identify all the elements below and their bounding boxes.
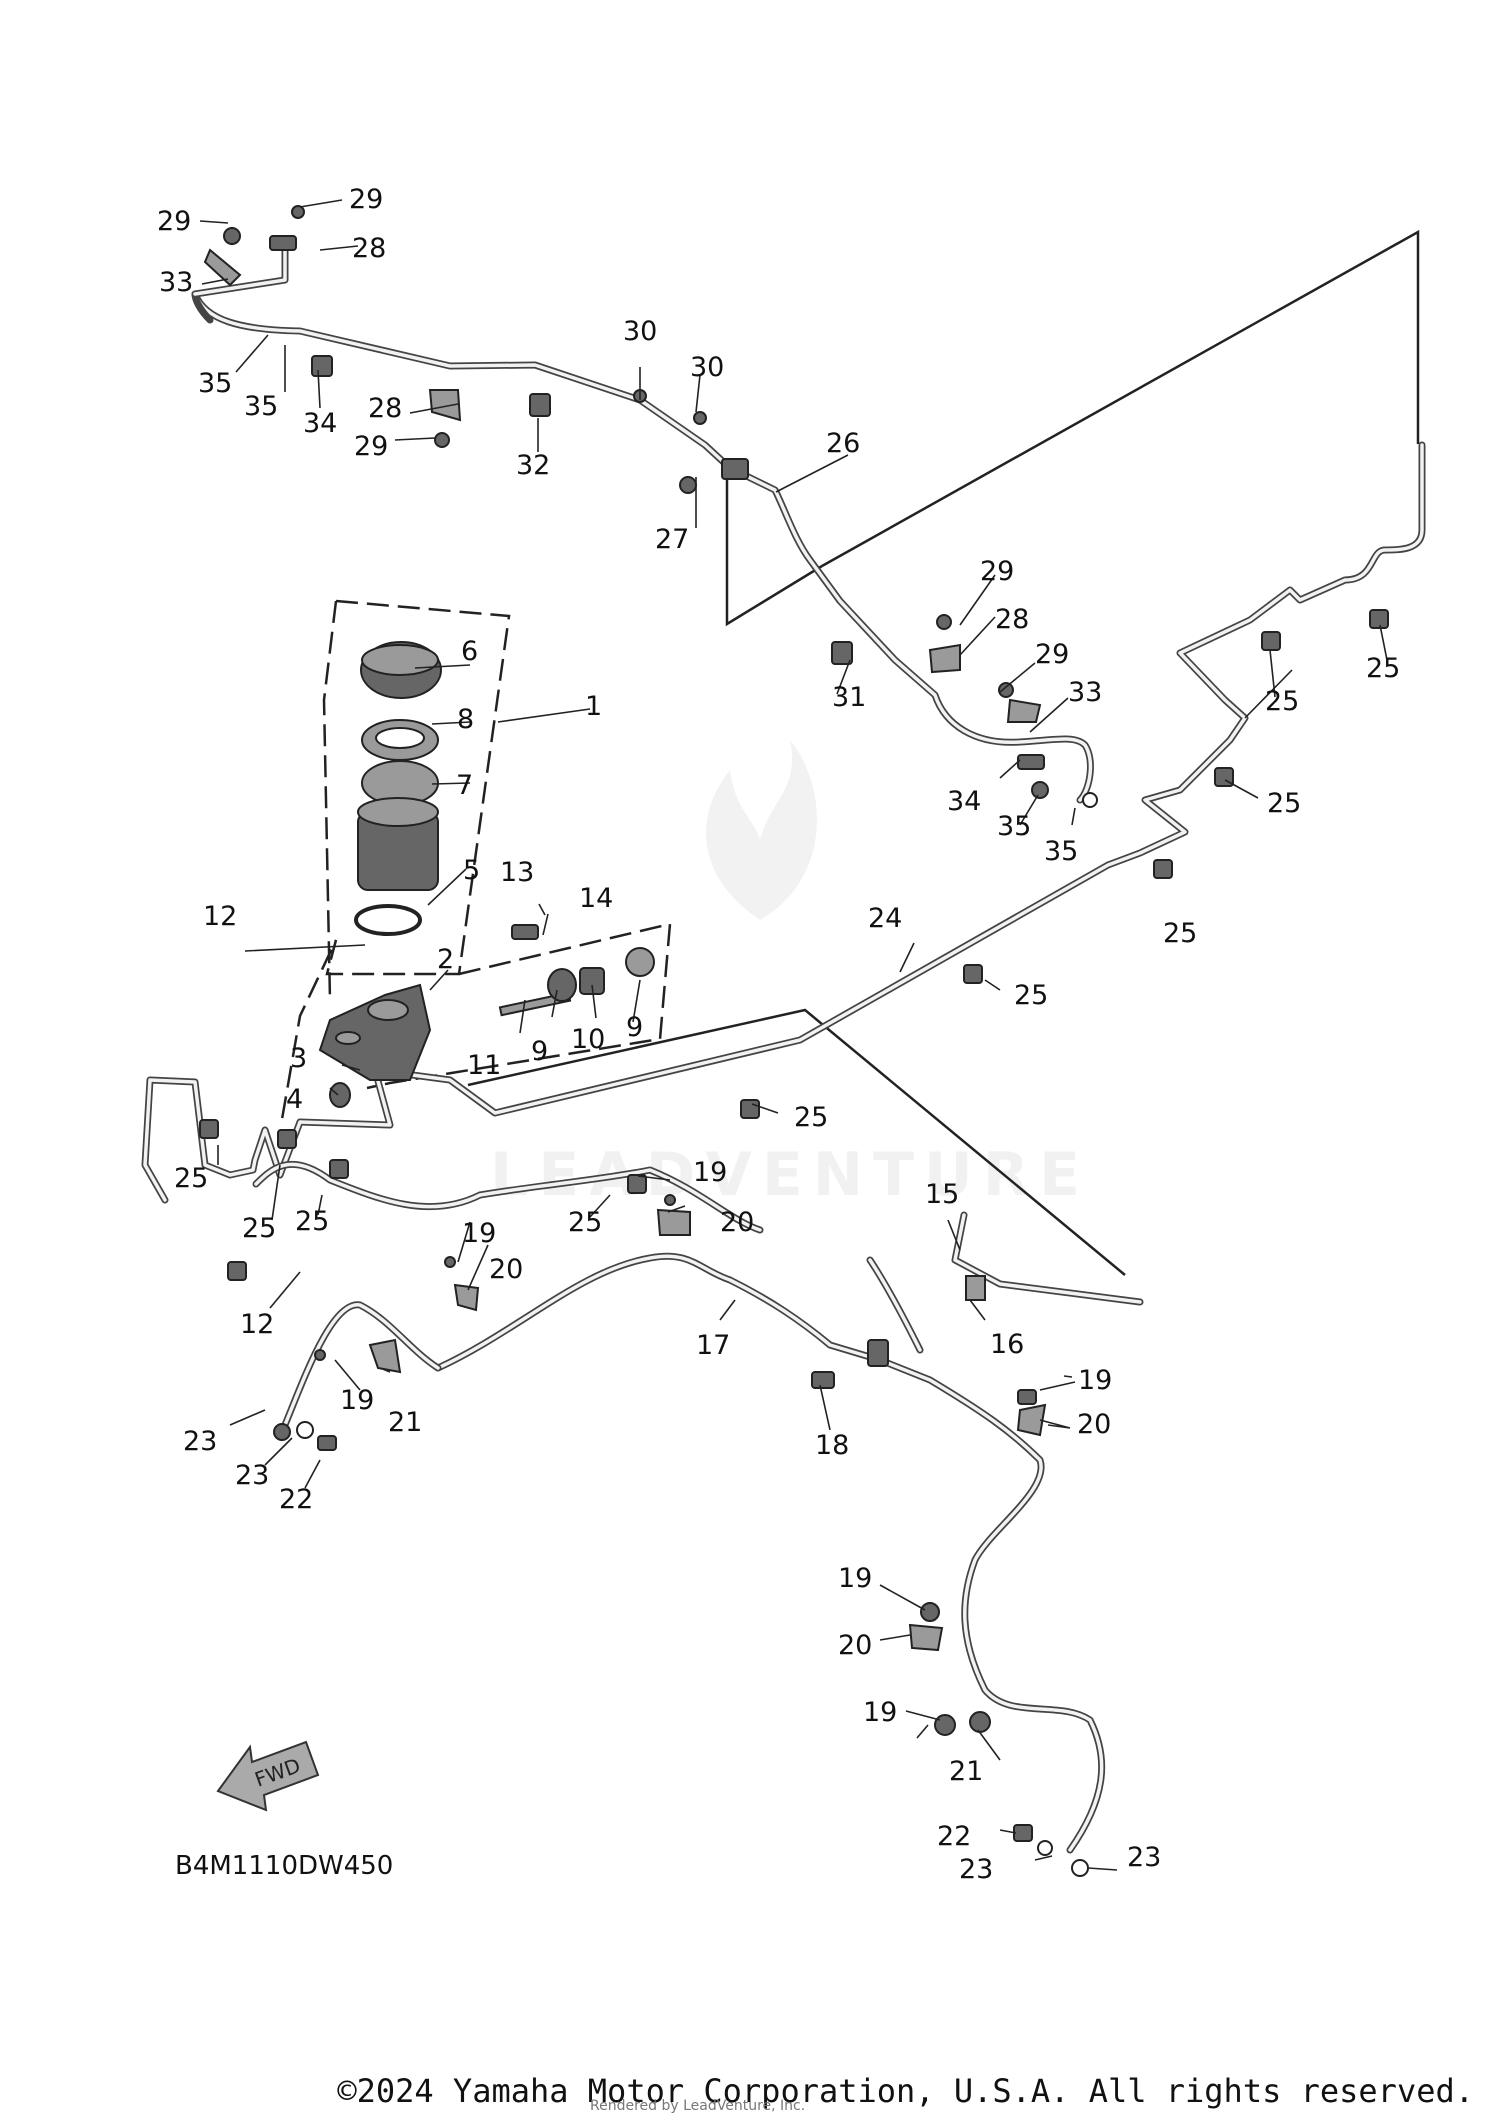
- callout: 29: [1035, 639, 1069, 670]
- callout: 33: [159, 267, 193, 298]
- callout: 19: [340, 1385, 374, 1416]
- callout: 19: [462, 1218, 496, 1249]
- callout: 4: [286, 1084, 303, 1115]
- callout: 3: [290, 1043, 307, 1074]
- callout: 25: [1366, 653, 1400, 684]
- rendered-by-note: Rendered by LeadVenture, Inc.: [590, 2098, 806, 2114]
- callout: 23: [959, 1854, 993, 1885]
- callout: 14: [579, 883, 613, 914]
- callout: 23: [1127, 1842, 1161, 1873]
- callout: 35: [1044, 836, 1078, 867]
- master-cylinder-parts: [318, 641, 655, 1108]
- copyright-footer: ©2024 Yamaha Motor Corporation, U.S.A. A…: [337, 2072, 1474, 2110]
- callout: 28: [995, 604, 1029, 635]
- brake-pipes: [141, 246, 1426, 1854]
- callout: 29: [980, 556, 1014, 587]
- callout: 32: [516, 450, 550, 481]
- callout: 12: [240, 1309, 274, 1340]
- watermark: LEADVENTURE: [490, 740, 1090, 1210]
- fittings-and-clamps: [199, 205, 1389, 1877]
- callout: 25: [1265, 686, 1299, 717]
- callout: 33: [1068, 677, 1102, 708]
- callout: 34: [303, 408, 337, 439]
- callout: 7: [456, 770, 473, 801]
- callout: 29: [157, 206, 191, 237]
- callout: 25: [295, 1206, 329, 1237]
- callout: 22: [279, 1484, 313, 1515]
- callout: 25: [242, 1213, 276, 1244]
- fwd-arrow: FWD: [216, 1740, 320, 1812]
- callout: 28: [368, 393, 402, 424]
- diagram-code: B4M1110DW450: [175, 1851, 393, 1881]
- callout: 17: [696, 1330, 730, 1361]
- callout: 25: [568, 1207, 602, 1238]
- callout: 30: [623, 316, 657, 347]
- callout: 9: [626, 1012, 643, 1043]
- callout: 31: [832, 682, 866, 713]
- callout: 9: [531, 1036, 548, 1067]
- callout: 10: [571, 1024, 605, 1055]
- callout: 21: [949, 1756, 983, 1787]
- callout: 28: [352, 233, 386, 264]
- callout: 35: [244, 391, 278, 422]
- callout: 19: [1078, 1365, 1112, 1396]
- callout: 19: [838, 1563, 872, 1594]
- callout: 25: [174, 1163, 208, 1194]
- callout: 35: [198, 368, 232, 399]
- callout: 25: [1014, 980, 1048, 1011]
- callout: 26: [826, 428, 860, 459]
- callout: 16: [990, 1329, 1024, 1360]
- reference-lines: [467, 229, 1420, 1276]
- watermark-text: LEADVENTURE: [490, 1140, 1090, 1210]
- callout: 8: [457, 704, 474, 735]
- callout: 25: [794, 1102, 828, 1133]
- callout: 19: [863, 1697, 897, 1728]
- callout: 29: [354, 431, 388, 462]
- callout: 29: [349, 184, 383, 215]
- callout: 19: [693, 1157, 727, 1188]
- callout: 23: [183, 1426, 217, 1457]
- callout: 21: [388, 1407, 422, 1438]
- callout: 34: [947, 786, 981, 817]
- callout: 35: [997, 811, 1031, 842]
- callout: 5: [463, 855, 480, 886]
- callout: 25: [1267, 788, 1301, 819]
- leader-lines: [199, 199, 1388, 1871]
- callout: 24: [868, 903, 902, 934]
- callout: 27: [655, 524, 689, 555]
- callout: 23: [235, 1460, 269, 1491]
- callout: 20: [720, 1207, 754, 1238]
- callout: 11: [467, 1050, 501, 1081]
- callout: 18: [815, 1430, 849, 1461]
- callout: 15: [925, 1179, 959, 1210]
- callout: 30: [690, 352, 724, 383]
- callout: 20: [489, 1254, 523, 1285]
- callout: 20: [838, 1630, 872, 1661]
- callout: 22: [937, 1821, 971, 1852]
- callout: 20: [1077, 1409, 1111, 1440]
- callout: 13: [500, 857, 534, 888]
- callout: 1: [585, 691, 602, 722]
- part-callouts: 29 29 28 33 35 35 34 28 29 32 30 30 26 2…: [157, 184, 1400, 1885]
- callout: 25: [1163, 918, 1197, 949]
- callout: 12: [203, 901, 237, 932]
- callout: 6: [461, 636, 478, 667]
- master-cylinder-assembly-box: [279, 599, 672, 1126]
- callout: 2: [437, 944, 454, 975]
